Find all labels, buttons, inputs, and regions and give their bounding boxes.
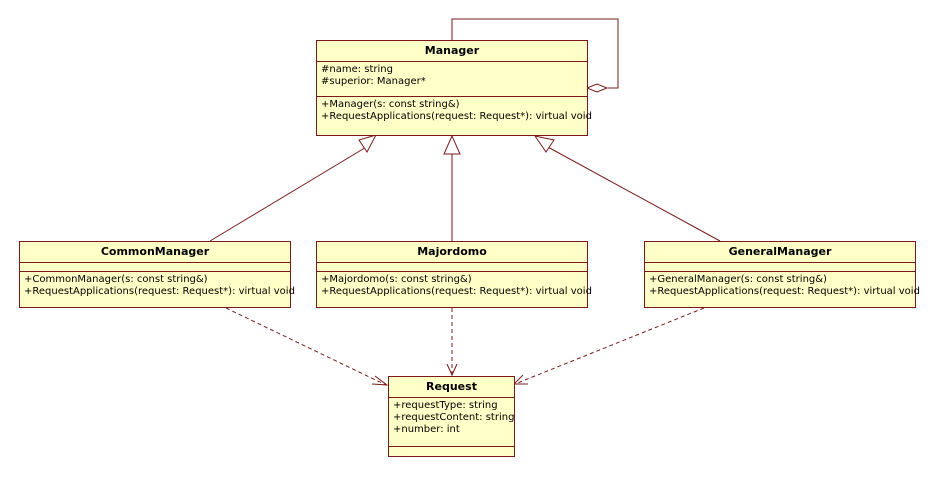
attributes-section [317,262,587,271]
dependency-arrowhead-majordomo [446,363,458,377]
generalization-arrowhead-generalmanager [533,135,555,153]
attribute: +requestContent: string [393,412,515,423]
operations-section: +Manager(s: const string&) +RequestAppli… [317,96,592,125]
operation: +Manager(s: const string&) [321,99,460,110]
self-aggregation-line [451,18,619,89]
generalization-arrowhead-majordomo [443,134,461,155]
class-name: CommonManager [100,245,210,258]
dependency-line-commonmanager [225,307,387,386]
class-manager[interactable]: Manager #name: string #superior: Manager… [316,40,592,136]
class-generalmanager[interactable]: GeneralManager +GeneralManager(s: const … [644,241,920,308]
aggregation-diamond [585,83,609,93]
dependency-line-generalmanager [514,307,705,385]
attributes-section: +requestType: string +requestContent: st… [389,397,514,446]
attributes-section [20,262,290,271]
class-name: Request [426,380,477,393]
operations-section: +GeneralManager(s: const string&) +Reque… [645,271,920,300]
attribute: #superior: Manager* [321,76,426,87]
attributes-section: #name: string #superior: Manager* [317,61,587,96]
operation: +GeneralManager(s: const string&) [649,274,827,285]
class-name: GeneralManager [728,245,832,258]
dependency-arrowhead-commonmanager [371,375,389,386]
class-request[interactable]: Request +requestType: string +requestCon… [388,376,515,457]
class-majordomo[interactable]: Majordomo +Majordomo(s: const string&) +… [316,241,592,308]
operations-section: +CommonManager(s: const string&) +Reques… [20,271,295,300]
class-name: Majordomo [417,245,487,258]
class-name: Manager [424,44,480,57]
operation: +Majordomo(s: const string&) [321,274,472,285]
attribute: +requestType: string [393,400,498,411]
operation: +RequestApplications(request: Request*):… [321,286,592,297]
class-commonmanager[interactable]: CommonManager +CommonManager(s: const st… [19,241,295,308]
operation: +RequestApplications(request: Request*):… [24,286,295,297]
generalization-line-commonmanager [209,145,369,242]
operations-section: +Majordomo(s: const string&) +RequestApp… [317,271,592,300]
attribute: #name: string [321,64,393,75]
operation: +RequestApplications(request: Request*):… [321,111,592,122]
operation: +RequestApplications(request: Request*):… [649,286,920,297]
attribute: +number: int [393,424,460,435]
operation: +CommonManager(s: const string&) [24,274,208,285]
operations-section [389,446,514,447]
generalization-line-generalmanager [545,145,721,242]
attributes-section [645,262,915,271]
generalization-arrowhead-commonmanager [358,134,377,153]
